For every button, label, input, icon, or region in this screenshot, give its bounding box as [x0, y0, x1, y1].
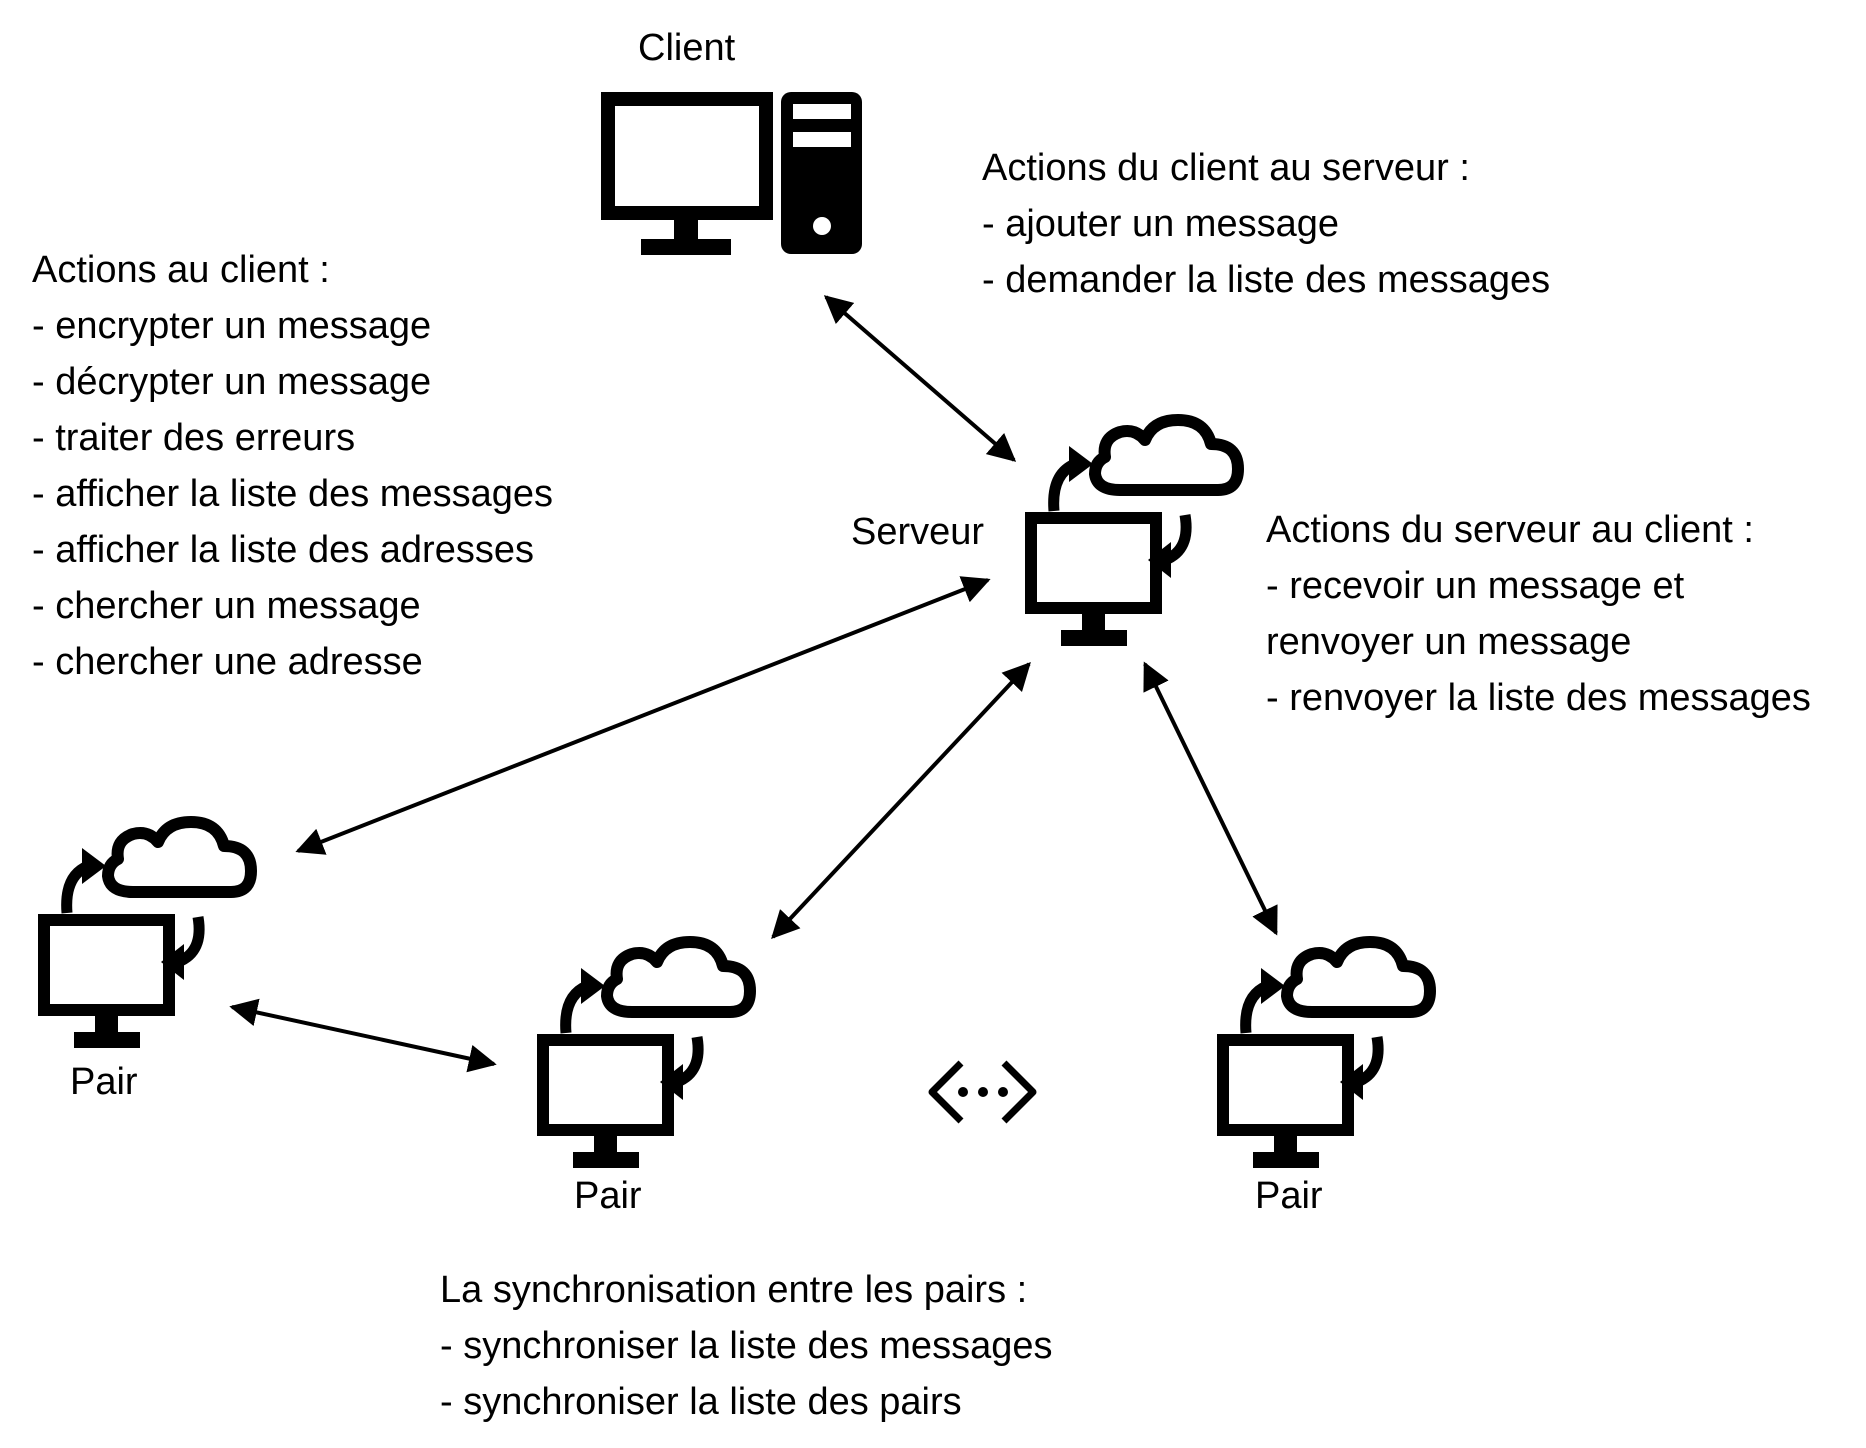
peer-right-label: Pair	[1255, 1175, 1323, 1217]
peer-sync-item: - synchroniser la liste des pairs	[440, 1381, 962, 1423]
server-to-client-item: renvoyer un message	[1266, 621, 1632, 663]
client-action-item: - afficher la liste des messages	[32, 473, 553, 515]
client-server-link	[823, 295, 1017, 462]
peer-left-cloud-sync-icon	[44, 822, 251, 1048]
client-action-item: - afficher la liste des adresses	[32, 529, 534, 571]
peer-left-label: Pair	[70, 1061, 138, 1103]
client-label: Client	[638, 27, 736, 69]
server-to-client-title: Actions du serveur au client :	[1266, 509, 1754, 551]
server-peer-middle-link	[771, 661, 1031, 940]
server-to-client-item: - renvoyer la liste des messages	[1266, 677, 1811, 719]
client-action-item: - chercher une adresse	[32, 641, 423, 683]
client-actions-title: Actions au client :	[32, 249, 330, 291]
server-peer-left-link	[295, 576, 991, 855]
client-to-server-title: Actions du client au serveur :	[982, 147, 1470, 189]
peer-middle-cloud-sync-icon	[543, 942, 750, 1168]
client-actions-note: Actions au client : - encrypter un messa…	[32, 242, 553, 690]
client-to-server-item: - ajouter un message	[982, 203, 1339, 245]
peer-left-peer-middle-link	[229, 998, 497, 1073]
server-cloud-sync-icon	[1031, 420, 1238, 646]
ellipsis-connector-icon	[928, 1060, 1037, 1124]
peer-right-cloud-sync-icon	[1223, 942, 1430, 1168]
peer-sync-item: - synchroniser la liste des messages	[440, 1325, 1053, 1367]
client-to-server-note: Actions du client au serveur : - ajouter…	[982, 140, 1550, 308]
peer-sync-title: La synchronisation entre les pairs :	[440, 1269, 1028, 1311]
client-action-item: - encrypter un message	[32, 305, 432, 347]
client-action-item: - chercher un message	[32, 585, 421, 627]
server-peer-right-link	[1143, 661, 1278, 936]
peer-sync-note: La synchronisation entre les pairs : - s…	[440, 1262, 1052, 1430]
server-to-client-item: - recevoir un message et	[1266, 565, 1685, 607]
peer-middle-label: Pair	[574, 1175, 642, 1217]
client-action-item: - traiter des erreurs	[32, 417, 356, 459]
server-to-client-note: Actions du serveur au client : - recevoi…	[1266, 502, 1811, 726]
client-action-item: - décrypter un message	[32, 361, 432, 403]
server-label: Serveur	[851, 511, 985, 553]
client-to-server-item: - demander la liste des messages	[982, 259, 1551, 301]
client-desktop-icon	[601, 92, 862, 255]
